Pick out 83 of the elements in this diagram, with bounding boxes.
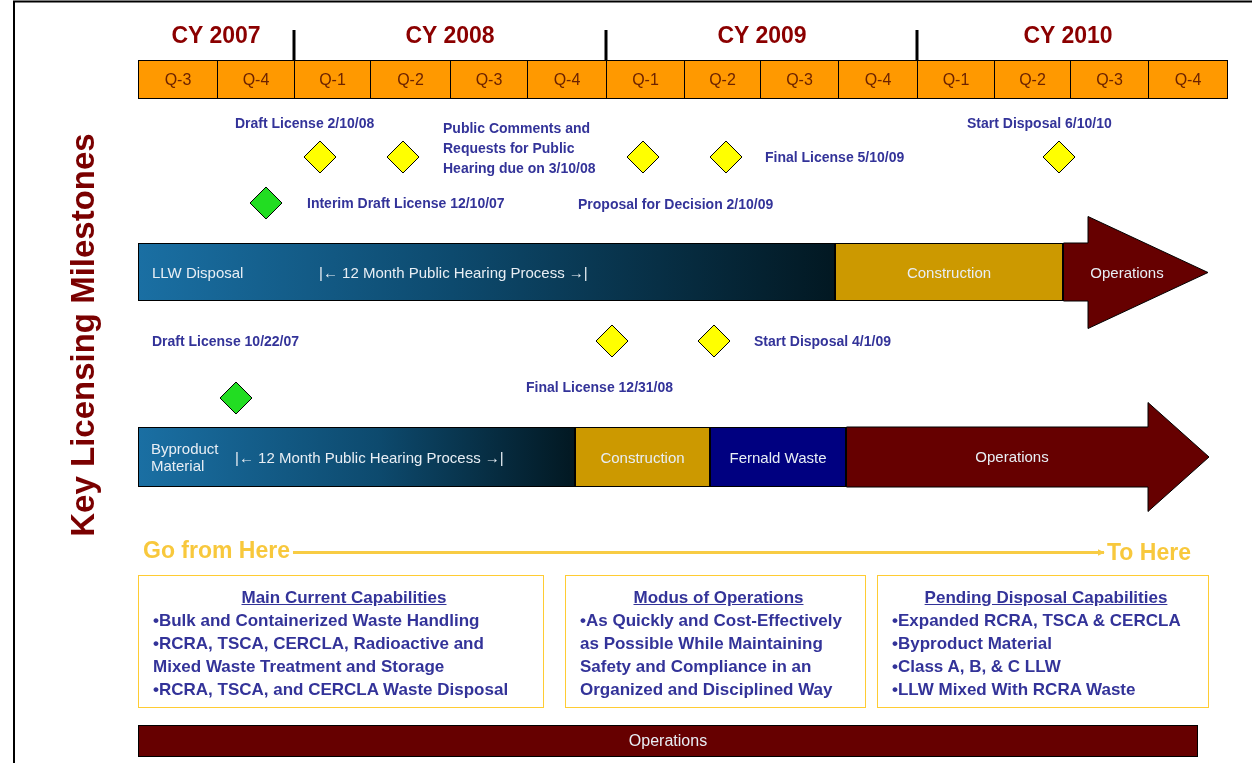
bullet-item: •RCRA, TSCA, and CERCLA Waste Disposal xyxy=(153,679,510,701)
quarter-cell xyxy=(138,60,218,99)
quarter-cell xyxy=(527,60,607,99)
year-label: CY 2009 xyxy=(716,22,808,49)
quarter-cell xyxy=(370,60,451,99)
quarter-cell xyxy=(450,60,528,99)
milestone-label: Start Disposal 6/10/10 xyxy=(967,114,1112,133)
milestone-diamond xyxy=(219,381,253,415)
quarter-cell xyxy=(684,60,761,99)
milestone-diamond xyxy=(595,324,629,358)
bar-label: LLW Disposal xyxy=(152,263,244,281)
quarter-label: Q-1 xyxy=(319,70,346,89)
milestone-label: Final License 5/10/09 xyxy=(765,148,905,167)
bar-label: Construction xyxy=(599,448,686,466)
quarter-cell xyxy=(606,60,685,99)
quarter-label: Q-3 xyxy=(786,70,813,89)
quarter-label: Q-2 xyxy=(709,70,736,89)
milestone-label: Proposal for Decision 2/10/09 xyxy=(578,195,774,214)
milestone-label: Draft License 2/10/08 xyxy=(235,114,375,133)
quarter-cell xyxy=(217,60,295,99)
bar-label: |← 12 Month Public Hearing Process →| xyxy=(235,448,504,466)
bar-label: Fernald Waste xyxy=(728,448,828,466)
card-heading: Main Current Capabilities xyxy=(240,587,448,609)
capability-card xyxy=(138,575,544,708)
bar-label: Operations xyxy=(974,448,1050,466)
process-bar xyxy=(138,243,835,301)
quarter-label: Q-4 xyxy=(242,70,270,89)
quarter-cell xyxy=(917,60,995,99)
milestone-label: Draft License 10/22/07 xyxy=(152,332,300,351)
milestone-diamond xyxy=(709,140,743,174)
milestone-label: Start Disposal 4/1/09 xyxy=(754,332,891,351)
quarter-label: Q-4 xyxy=(553,70,581,89)
bullet-item: •As Quickly and Cost-Effectively as Possible While Maintaining Safety and Compliance in an Organized and Disciplined Way xyxy=(580,610,843,701)
quarter-label: Q-3 xyxy=(1096,70,1123,89)
quarter-label: Q-4 xyxy=(864,70,892,89)
process-bar xyxy=(835,243,1063,301)
process-bar xyxy=(710,427,846,487)
quarter-cell xyxy=(760,60,839,99)
process-bar xyxy=(138,427,575,487)
title: Key Licensing Milestones xyxy=(63,132,102,539)
year-label: CY 2010 xyxy=(1022,22,1114,49)
operations-band: Operations xyxy=(138,725,1198,757)
bar-label: Byproduct Material xyxy=(151,440,220,474)
bar-label: Construction xyxy=(905,263,993,281)
direction-label: To Here xyxy=(1107,539,1191,566)
year-label: CY 2007 xyxy=(170,22,262,49)
quarter-cell xyxy=(294,60,371,99)
card-heading: Pending Disposal Capabilities xyxy=(923,587,1169,609)
quarter-cell xyxy=(994,60,1071,99)
milestone-label: Interim Draft License 12/10/07 xyxy=(307,194,505,213)
quarter-label: Q-3 xyxy=(164,70,192,89)
quarter-cell xyxy=(1148,60,1228,99)
quarter-label: Q-1 xyxy=(942,70,970,89)
quarter-cell xyxy=(1070,60,1149,99)
bullet-item: •LLW Mixed With RCRA Waste xyxy=(892,679,1137,701)
milestone-diamond xyxy=(697,324,731,358)
milestone-diamond xyxy=(626,140,660,174)
bullet-item: •RCRA, TSCA, CERCLA, Radioactive and Mixed Waste Treatment and Storage xyxy=(153,633,485,678)
milestone-label: Public Comments and Requests for Public Hearing due on 3/10/08 xyxy=(443,119,597,178)
bullet-item: •Expanded RCRA, TSCA & CERCLA xyxy=(892,610,1182,632)
bar-label: |← 12 Month Public Hearing Process →| xyxy=(319,263,588,281)
bullet-item: •Byproduct Material xyxy=(892,633,1053,655)
card-heading: Modus of Operations xyxy=(632,587,805,609)
year-label: CY 2008 xyxy=(404,22,496,49)
process-bar xyxy=(575,427,710,487)
arrow xyxy=(293,549,1105,556)
bullet-item: •Class A, B, & C LLW xyxy=(892,656,1062,678)
milestone-diamond xyxy=(303,140,337,174)
milestone-diamond xyxy=(249,186,283,220)
bar-label: Operations xyxy=(1089,263,1165,282)
quarter-label: Q-2 xyxy=(397,70,424,89)
direction-label: Go from Here xyxy=(143,537,290,564)
quarter-label: Q-2 xyxy=(1019,70,1046,89)
milestone-diamond xyxy=(1042,140,1076,174)
milestone-diamond xyxy=(386,140,420,174)
quarter-label: Q-1 xyxy=(632,70,659,89)
quarter-cell xyxy=(838,60,918,99)
milestone-label: Final License 12/31/08 xyxy=(526,378,674,397)
quarter-label: Q-4 xyxy=(1174,70,1202,89)
capability-card xyxy=(565,575,866,708)
bullet-item: •Bulk and Containerized Waste Handling xyxy=(153,610,481,632)
capability-card xyxy=(877,575,1209,708)
quarter-label: Q-3 xyxy=(475,70,503,89)
